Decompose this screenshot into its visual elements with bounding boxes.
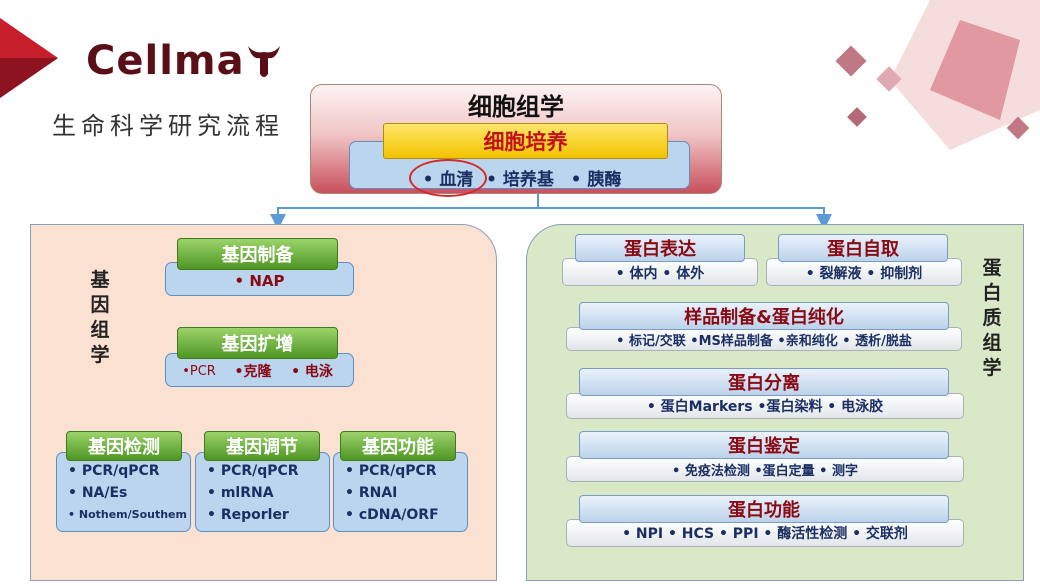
decorative-diamond-graphic: [835, 0, 1040, 150]
serum-highlight-ellipse: [409, 159, 487, 197]
gene-detect-item[interactable]: • NA/Es: [68, 485, 128, 501]
protein-separate-items-bar[interactable]: • 蛋白Markers •蛋白染料 • 电泳胶: [566, 393, 964, 419]
gene-regulate-item[interactable]: • Reporler: [207, 507, 289, 523]
cell-culture-button[interactable]: 细胞培养: [383, 123, 668, 159]
gene-regulate-item[interactable]: • mlRNA: [207, 485, 274, 501]
cell-item-trypsin[interactable]: • 胰酶: [570, 169, 622, 190]
protein-extract-button[interactable]: 蛋白自取: [778, 234, 948, 262]
gene-regulate-list: • PCR/qPCR • mlRNA • Reporler: [195, 460, 299, 526]
gene-prep-button[interactable]: 基因制备: [177, 238, 338, 270]
protein-purify-button[interactable]: 样品制备&蛋白纯化: [579, 302, 949, 330]
gene-regulate-items-box: [195, 452, 330, 532]
protein-express-button[interactable]: 蛋白表达: [575, 234, 745, 262]
protein-separate-button[interactable]: 蛋白分离: [579, 368, 949, 396]
gene-function-items-box: [333, 452, 468, 532]
gene-amp-electrophoresis[interactable]: • 电泳: [291, 364, 333, 380]
gene-function-item[interactable]: • cDNA/ORF: [345, 507, 439, 523]
gene-omics-label: 基因组学: [90, 269, 110, 366]
logo-text: Cellma: [86, 38, 245, 84]
gene-detect-item[interactable]: • PCR/qPCR: [68, 463, 160, 479]
protein-omics-label: 蛋白质组学: [982, 257, 1002, 379]
gene-function-item[interactable]: • RNAI: [345, 485, 398, 501]
protein-extract-items-bar[interactable]: • 裂解液 • 抑制剂: [766, 258, 962, 286]
gene-detect-list: • PCR/qPCR • NA/Es • Nothem/Southem: [56, 460, 187, 526]
gene-function-list: • PCR/qPCR • RNAI • cDNA/ORF: [333, 460, 439, 526]
cell-item-serum[interactable]: • 血清: [422, 169, 474, 190]
cell-item-medium[interactable]: • 培养基: [486, 169, 554, 190]
gene-detect-item[interactable]: • Nothem/Southem: [68, 508, 187, 521]
logo-triangle-graphic: [0, 18, 58, 98]
gene-detect-button[interactable]: 基因检测: [66, 431, 182, 461]
gene-function-button[interactable]: 基因功能: [340, 431, 456, 461]
protein-function-button[interactable]: 蛋白功能: [579, 495, 949, 523]
cell-omics-title: 细胞组学: [468, 92, 564, 121]
protein-function-items-bar[interactable]: • NPI • HCS • PPI • 酶活性检测 • 交联剂: [566, 519, 964, 547]
protein-identify-items-bar[interactable]: • 免疫法检测 •蛋白定量 • 测字: [566, 456, 964, 482]
bull-head-icon: [248, 46, 280, 77]
protein-express-items-bar[interactable]: • 体内 • 体外: [562, 258, 758, 286]
gene-regulate-button[interactable]: 基因调节: [204, 431, 320, 461]
gene-function-item[interactable]: • PCR/qPCR: [345, 463, 437, 479]
gene-amp-pcr[interactable]: •PCR: [182, 363, 216, 379]
gene-amp-button[interactable]: 基因扩增: [177, 327, 338, 359]
protein-purify-items-bar[interactable]: • 标记/交联 •MS样品制备 •亲和纯化 • 透析/脱盐: [566, 327, 962, 351]
gene-prep-item[interactable]: • NAP: [234, 272, 285, 290]
gene-amp-clone[interactable]: •克隆: [234, 364, 272, 380]
gene-regulate-item[interactable]: • PCR/qPCR: [207, 463, 299, 479]
subtitle: 生命科学研究流程: [52, 112, 284, 140]
protein-identify-button[interactable]: 蛋白鉴定: [579, 431, 949, 459]
